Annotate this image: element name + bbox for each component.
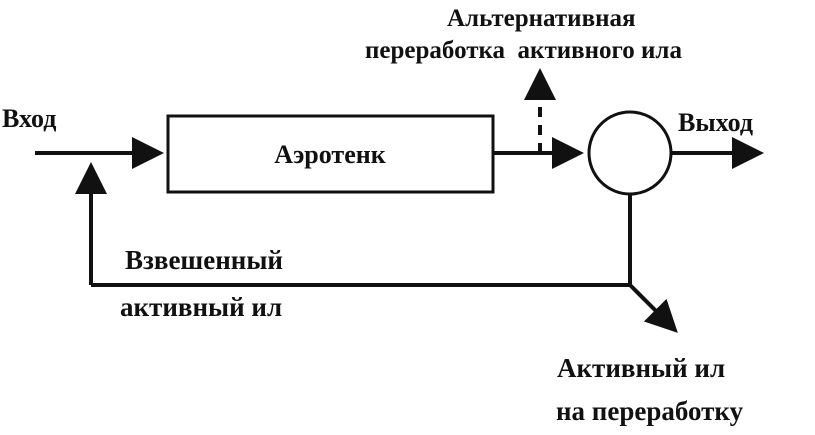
waste-label-line2: на переработку [556,396,744,426]
waste-sludge-line [628,283,678,333]
alternative-label-line2: переработка активного ила [365,37,682,64]
input-label: Вход [2,104,56,133]
return-label-line2: активный ил [120,292,282,322]
alternative-label-line1: Альтернативная [447,5,636,32]
tank-label: Аэротенк [274,140,385,169]
clarifier-circle [587,110,673,196]
return-label-line1: Взвешенный [125,245,283,275]
waste-label-line1: Активный ил [557,353,725,383]
output-label: Выход [678,108,753,137]
